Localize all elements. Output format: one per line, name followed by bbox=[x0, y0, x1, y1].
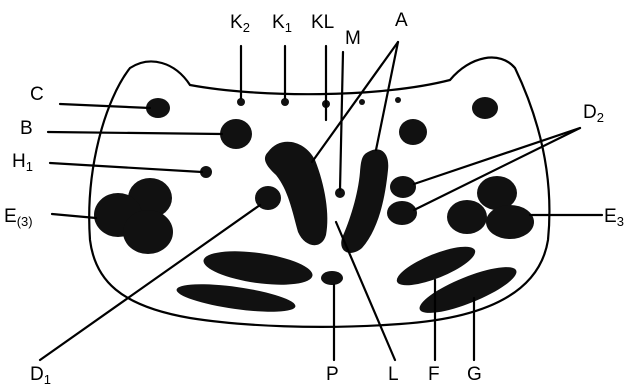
label-p: P bbox=[326, 364, 339, 385]
e3-blob-3 bbox=[486, 205, 534, 239]
label-d2: D2 bbox=[583, 102, 604, 125]
d2-blob-2 bbox=[387, 201, 417, 225]
k2-dot bbox=[237, 98, 245, 106]
label-f: F bbox=[428, 364, 440, 385]
label-g: G bbox=[467, 364, 482, 385]
label-e-left: E(3) bbox=[4, 206, 33, 229]
label-m: M bbox=[345, 28, 361, 49]
p-blob bbox=[321, 271, 343, 285]
label-kl: KL bbox=[311, 12, 334, 33]
e3-blob-1 bbox=[477, 176, 517, 210]
top-dot-a bbox=[359, 99, 365, 105]
label-k1: K1 bbox=[272, 12, 292, 35]
label-h1: H1 bbox=[12, 151, 33, 174]
right-far-blob bbox=[472, 97, 498, 119]
top-dot-b bbox=[395, 97, 401, 103]
label-d1: D1 bbox=[30, 364, 51, 387]
e-left-blob-3 bbox=[123, 210, 173, 254]
k1-dot bbox=[281, 98, 289, 106]
label-l: L bbox=[388, 364, 399, 385]
e3-blob-2 bbox=[447, 200, 487, 234]
d2-blob-1 bbox=[390, 176, 416, 198]
label-a: A bbox=[395, 10, 408, 31]
label-e3: E3 bbox=[604, 206, 624, 229]
label-c: C bbox=[30, 84, 44, 105]
label-b: B bbox=[20, 118, 33, 139]
b-blob bbox=[220, 119, 252, 149]
label-k2: K2 bbox=[230, 12, 250, 35]
right-upper-blob bbox=[399, 119, 427, 145]
